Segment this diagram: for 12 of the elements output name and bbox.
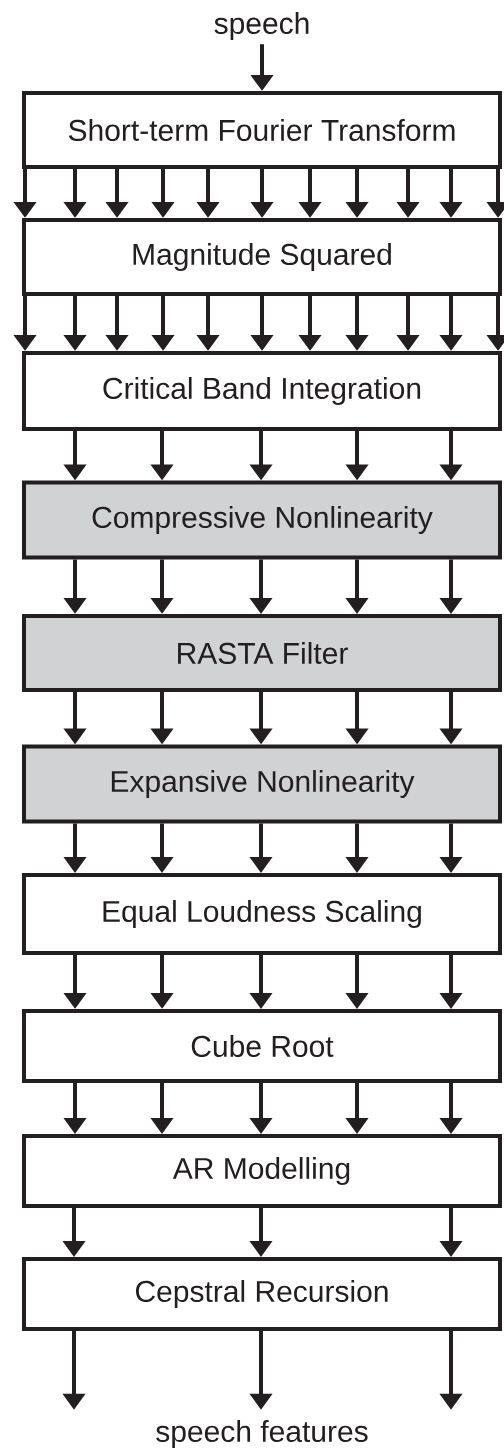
process-box: Expansive Nonlinearity [22,744,502,824]
process-box: RASTA Filter [22,614,502,692]
io-label: speech features [156,1420,368,1448]
process-box: Critical Band Integration [22,351,502,431]
process-box: Magnitude Squared [22,218,502,296]
process-box: Short-term Fourier Transform [22,91,502,169]
io-label: speech [214,12,309,40]
process-box: Cube Root [22,1009,502,1083]
process-box: Equal Loudness Scaling [22,873,502,955]
process-box: AR Modelling [22,1134,502,1208]
process-box: Compressive Nonlinearity [22,480,502,560]
process-box: Cepstral Recursion [22,1257,502,1331]
